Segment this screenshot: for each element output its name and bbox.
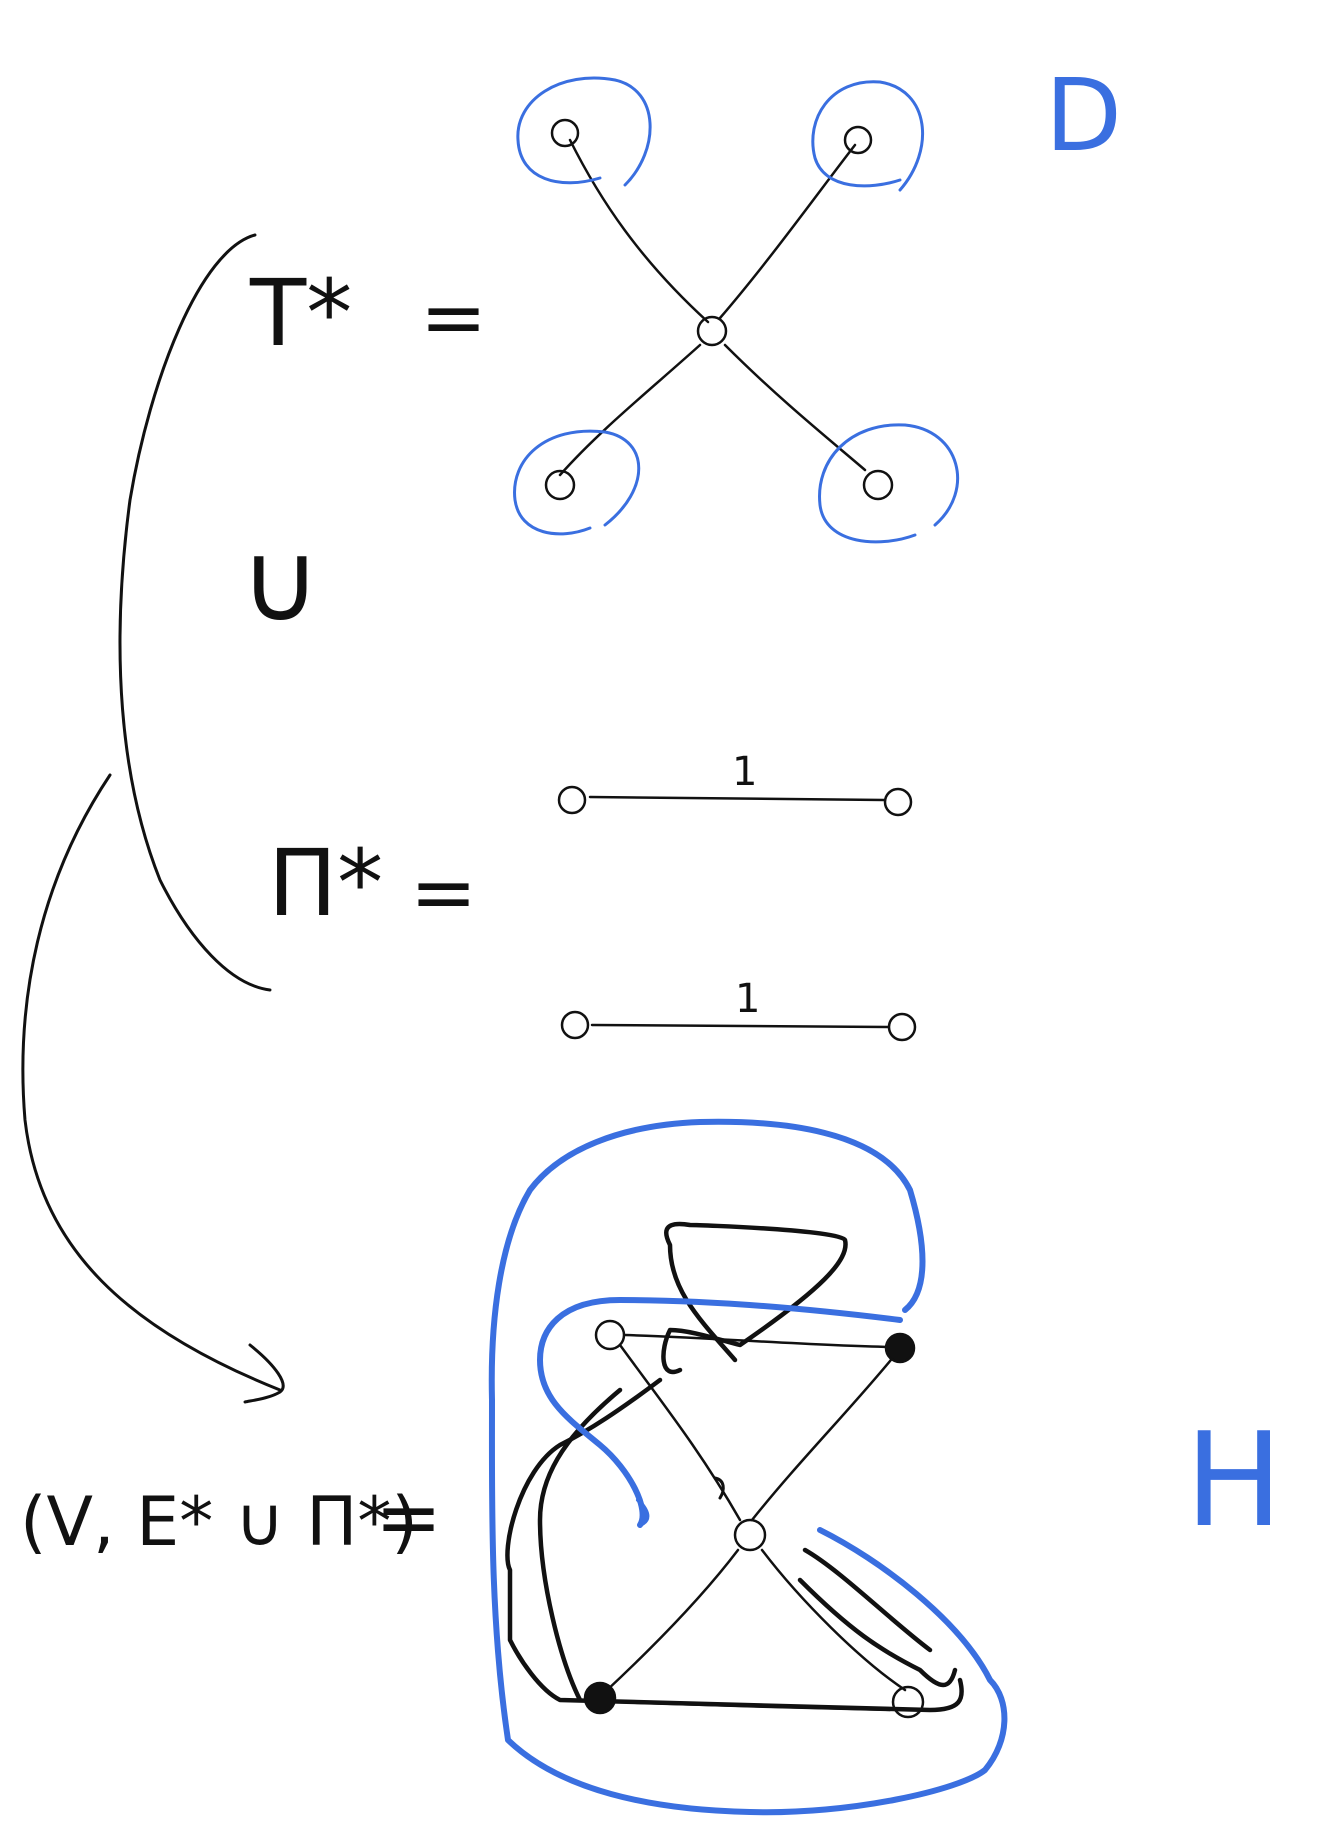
set-h-label: H <box>1185 1404 1283 1556</box>
tree-node-top-left <box>550 118 580 148</box>
set-d-circles <box>513 76 959 544</box>
tree-node-center <box>696 315 728 347</box>
matching-node-1b <box>883 787 913 817</box>
equals-sign-3: = <box>375 1471 442 1564</box>
h-node-bottom-right <box>891 1685 925 1719</box>
h-node-bottom-left <box>583 1681 617 1715</box>
equals-sign-2: = <box>410 846 477 939</box>
matching-edge-1 <box>588 795 886 802</box>
pi-star-label: Π* <box>268 830 383 937</box>
arrow-head <box>243 1343 285 1404</box>
set-d-label: D <box>1045 57 1122 174</box>
arrow-curve <box>21 773 282 1392</box>
matching-node-1a <box>557 785 587 815</box>
tree-node-bottom-left <box>544 469 576 501</box>
matching-node-2b <box>887 1012 917 1042</box>
tree-node-bottom-right <box>862 469 894 501</box>
tree-node-top-right <box>843 125 873 155</box>
t-star-label: T* <box>249 260 352 367</box>
h-node-top-right <box>884 1332 916 1364</box>
h-node-top-left <box>594 1319 626 1351</box>
matching-pi-star: 1 1 <box>557 749 917 1042</box>
matching-edge-2 <box>590 1023 890 1029</box>
equals-sign-1: = <box>420 271 487 364</box>
combined-graph <box>505 1221 964 1719</box>
matching-edge-2-weight: 1 <box>735 976 760 1022</box>
h-inner-contour <box>537 1297 903 1528</box>
matching-node-2a <box>560 1010 590 1040</box>
combined-graph-label: (V, E* ∪ Π*) <box>20 1483 418 1562</box>
tree-t-star <box>544 118 894 501</box>
union-symbol: ∪ <box>240 518 321 646</box>
h-node-center <box>733 1518 767 1552</box>
h-outer-contour <box>488 1118 1008 1816</box>
brace-curve <box>118 233 272 992</box>
matching-edge-1-weight: 1 <box>732 749 757 795</box>
